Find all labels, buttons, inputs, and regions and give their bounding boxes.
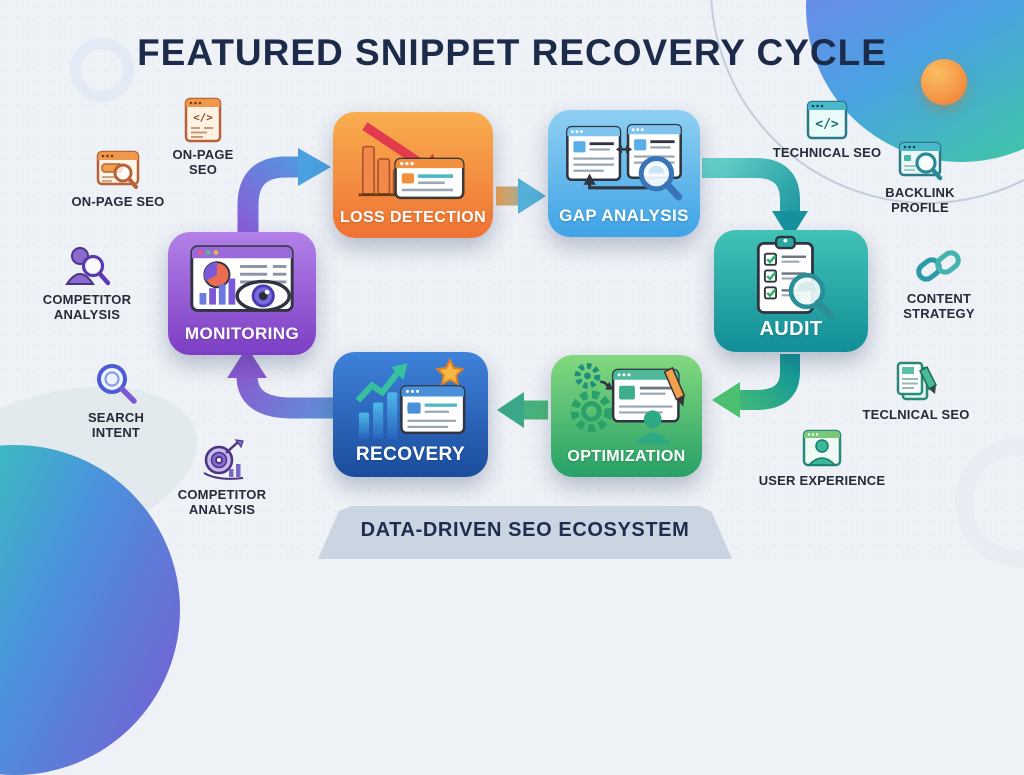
satellite-user-experience: USER EXPERIENCE	[757, 427, 887, 489]
browser-search-icon	[96, 150, 140, 189]
node-gap-analysis: GAP ANALYSIS	[548, 110, 700, 237]
gears-editor-icon	[551, 362, 702, 444]
satellite-label: USER EXPERIENCE	[758, 473, 886, 488]
page-title: FEATURED SNIPPET RECOVERY CYCLE	[137, 32, 887, 73]
checklist-magnifier-icon	[714, 235, 868, 319]
target-icon	[203, 439, 244, 480]
orange-ball-decor	[921, 59, 967, 105]
falling-chart-icon	[333, 120, 493, 202]
node-label-recovery: RECOVERY	[355, 444, 466, 465]
satellite-technical-seo: </> TECHNICAL SEO	[772, 99, 882, 161]
node-loss-detection: LOSS DETECTION	[333, 112, 493, 238]
svg-text:</>: </>	[193, 111, 213, 124]
rising-chart-star-icon	[333, 357, 488, 441]
satellite-backlink-profile: BACKLINK PROFILE	[865, 139, 975, 215]
chain-link-icon	[916, 250, 961, 282]
node-audit: AUDIT	[714, 230, 868, 352]
ring-decor-top-left	[70, 38, 134, 102]
code-browser-icon: </>	[184, 97, 222, 143]
browser-search-icon	[898, 141, 943, 181]
ecosystem-banner-label: DATA-DRIVEN SEO ECOSYSTEM	[360, 519, 690, 541]
code-browser-icon: </>	[806, 100, 848, 140]
node-monitoring: MONITORING	[168, 232, 316, 355]
satellite-label: COMPETITOR ANALYSIS	[177, 487, 267, 517]
satellite-content-strategy: CONTENT STRATEGY	[884, 247, 994, 321]
node-recovery: RECOVERY	[333, 352, 488, 477]
satellite-label: ON-PAGE SEO	[71, 194, 165, 209]
person-magnifier-icon	[65, 247, 110, 286]
document-pencil-icon	[896, 361, 937, 401]
satellite-on-page-seo-top: </> ON-PAGE SEO	[158, 97, 248, 177]
node-label-gap-analysis: GAP ANALYSIS	[559, 206, 689, 225]
node-label-optimization: OPTIMIZATION	[567, 448, 686, 465]
node-label-monitoring: MONITORING	[184, 324, 300, 343]
satellite-competitor-analysis-lower: COMPETITOR ANALYSIS	[161, 439, 283, 517]
compare-pages-icon	[548, 118, 700, 201]
satellite-label: COMPETITOR ANALYSIS	[42, 292, 132, 322]
node-optimization: OPTIMIZATION	[551, 355, 702, 477]
svg-text:</>: </>	[815, 117, 839, 132]
satellite-label: CONTENT STRATEGY	[903, 291, 975, 321]
browser-person-icon	[802, 429, 842, 467]
cycle-arrows	[227, 148, 808, 428]
satellite-label: TECLNICAL SEO	[862, 407, 970, 422]
satellite-label: TECHNICAL SEO	[772, 145, 882, 160]
satellite-teclnical-seo: TECLNICAL SEO	[860, 359, 972, 423]
satellite-label: SEARCH INTENT	[87, 410, 145, 440]
ecosystem-banner: DATA-DRIVEN SEO ECOSYSTEM	[318, 506, 732, 559]
satellite-label: BACKLINK PROFILE	[885, 185, 955, 215]
magnifier-icon	[97, 364, 137, 404]
dashboard-eye-icon	[168, 240, 316, 319]
satellite-label: ON-PAGE SEO	[172, 147, 234, 177]
node-label-audit: AUDIT	[759, 318, 823, 340]
satellite-search-intent: SEARCH INTENT	[68, 360, 164, 440]
node-label-loss-detection: LOSS DETECTION	[339, 209, 487, 226]
satellite-on-page-seo-left: ON-PAGE SEO	[68, 148, 168, 210]
satellite-competitor-analysis-upper: COMPETITOR ANALYSIS	[32, 244, 142, 322]
